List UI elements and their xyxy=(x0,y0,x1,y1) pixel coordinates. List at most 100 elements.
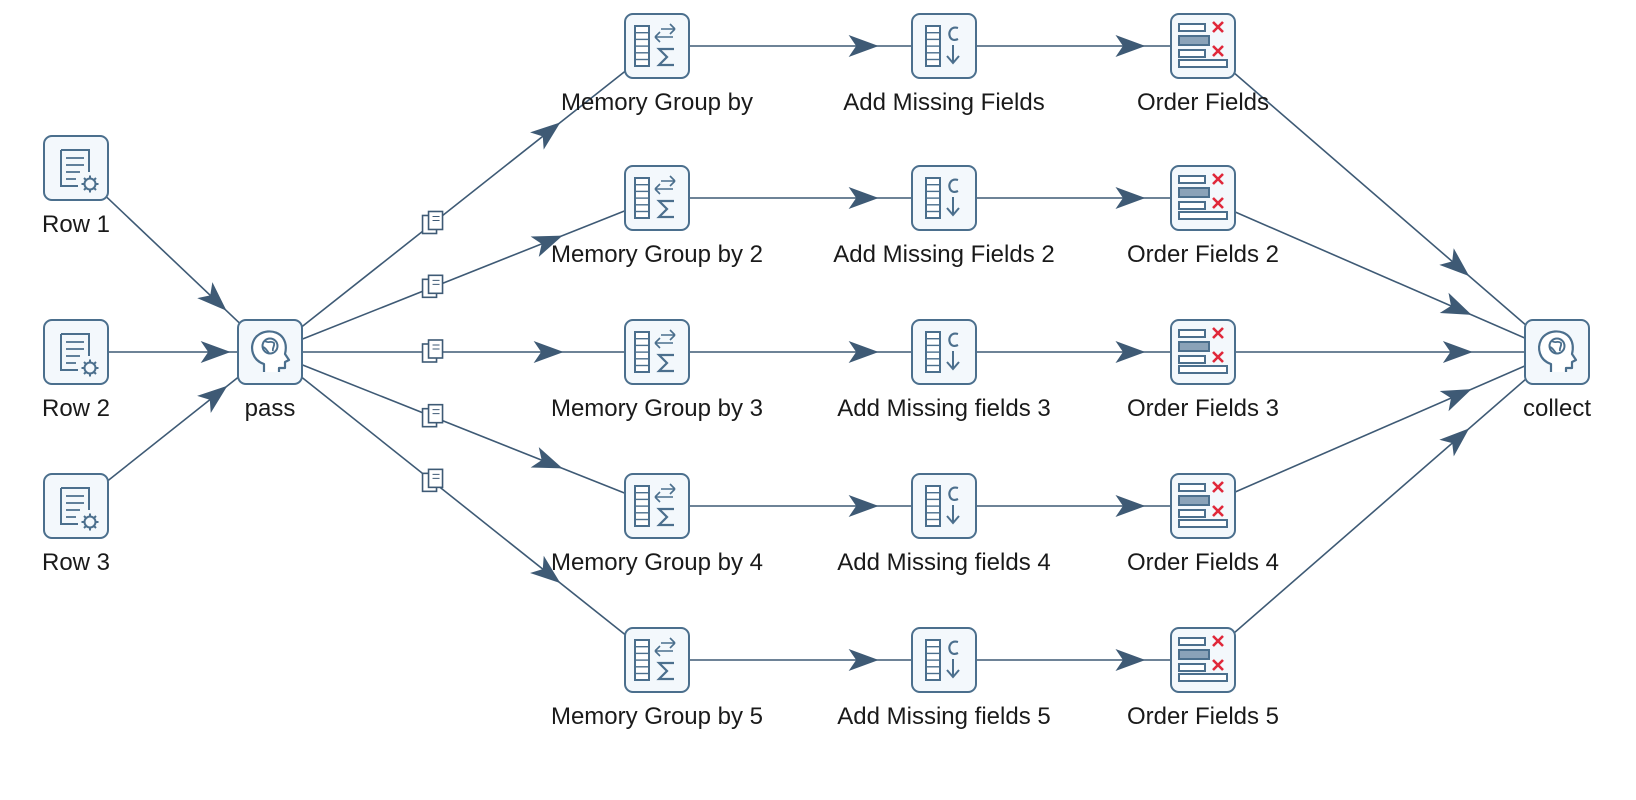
step-row1[interactable]: Row 1 xyxy=(42,135,110,238)
hop-line xyxy=(1226,65,1534,333)
hop-arrow xyxy=(1439,292,1472,315)
hop-arrow xyxy=(848,187,879,209)
step-mg1[interactable]: Memory Group by xyxy=(561,13,753,116)
hop-pass-mg5[interactable] xyxy=(294,370,633,642)
copy-rows-icon xyxy=(421,210,444,235)
select-values-icon xyxy=(1178,635,1228,682)
hop-amf3-of3[interactable] xyxy=(975,341,1172,363)
step-mg4[interactable]: Memory Group by 4 xyxy=(551,473,763,576)
hop-amf2-of2[interactable] xyxy=(975,187,1172,209)
step-amf2[interactable]: Add Missing Fields 2 xyxy=(833,165,1055,268)
hop-line xyxy=(1231,209,1529,341)
step-amf5[interactable]: Add Missing fields 5 xyxy=(837,627,1051,730)
hop-arrow xyxy=(530,122,561,150)
add-constant-icon xyxy=(925,331,960,373)
step-icon-frame xyxy=(43,319,109,385)
step-label: Add Missing Fields xyxy=(843,89,1044,116)
step-label: Order Fields 2 xyxy=(1127,241,1279,268)
generate-rows-icon xyxy=(60,333,99,377)
hop-mg2-amf2[interactable] xyxy=(688,187,913,209)
step-label: Add Missing fields 3 xyxy=(837,395,1050,422)
step-label: pass xyxy=(245,395,296,422)
hop-arrow xyxy=(1115,35,1146,57)
step-label: Memory Group by 2 xyxy=(551,241,763,268)
step-label: Row 3 xyxy=(42,549,110,576)
hop-arrow xyxy=(1439,428,1470,457)
select-values-icon xyxy=(1178,481,1228,528)
step-mg5[interactable]: Memory Group by 5 xyxy=(551,627,763,730)
step-of1[interactable]: Order Fields xyxy=(1137,13,1269,116)
hop-arrow xyxy=(530,235,563,257)
hop-mg5-amf5[interactable] xyxy=(688,649,913,671)
hop-of1-collect[interactable] xyxy=(1226,65,1534,333)
hop-pass-mg4[interactable] xyxy=(298,362,629,496)
steps-layer: Row 1 Row 2 Row 3 pass Memory Group by Memory… xyxy=(42,13,1591,730)
step-of5[interactable]: Order Fields 5 xyxy=(1127,627,1279,730)
step-pass[interactable]: pass xyxy=(237,319,303,422)
step-row3[interactable]: Row 3 xyxy=(42,473,110,576)
step-amf1[interactable]: Add Missing Fields xyxy=(843,13,1045,116)
step-row2[interactable]: Row 2 xyxy=(42,319,110,422)
hop-pass-mg2[interactable] xyxy=(298,208,629,342)
step-icon-frame xyxy=(43,473,109,539)
step-of4[interactable]: Order Fields 4 xyxy=(1127,473,1279,576)
group-by-icon xyxy=(634,637,676,681)
step-label: Row 2 xyxy=(42,395,110,422)
hop-mg3-amf3[interactable] xyxy=(688,341,913,363)
add-constant-icon xyxy=(925,25,960,67)
step-mg3[interactable]: Memory Group by 3 xyxy=(551,319,763,422)
hop-amf4-of4[interactable] xyxy=(975,495,1172,517)
hop-arrow xyxy=(530,555,561,584)
mapping-icon xyxy=(1538,330,1578,372)
step-mg2[interactable]: Memory Group by 2 xyxy=(551,165,763,268)
mapping-icon xyxy=(251,330,291,372)
hop-arrow xyxy=(1442,341,1473,363)
hop-of3-collect[interactable] xyxy=(1234,341,1526,363)
step-label: Add Missing fields 4 xyxy=(837,549,1050,576)
step-label: Memory Group by 4 xyxy=(551,549,763,576)
hop-pass-mg1[interactable] xyxy=(294,64,633,334)
step-label: Add Missing Fields 2 xyxy=(833,241,1054,268)
hop-arrow xyxy=(1115,187,1146,209)
step-of3[interactable]: Order Fields 3 xyxy=(1127,319,1279,422)
hop-line xyxy=(1226,371,1534,641)
hop-mg4-amf4[interactable] xyxy=(688,495,913,517)
step-collect[interactable]: collect xyxy=(1523,319,1591,422)
step-amf3[interactable]: Add Missing fields 3 xyxy=(837,319,1051,422)
copy-rows-icon xyxy=(421,274,444,299)
hop-pass-mg3[interactable] xyxy=(301,339,626,363)
step-icon-frame xyxy=(43,135,109,201)
step-label: Memory Group by 3 xyxy=(551,395,763,422)
step-icon-frame xyxy=(911,627,977,693)
hop-of2-collect[interactable] xyxy=(1231,209,1529,341)
hop-arrow xyxy=(848,341,879,363)
hop-row3-pass[interactable] xyxy=(100,370,246,488)
add-constant-icon xyxy=(925,177,960,219)
hop-arrow xyxy=(200,341,231,363)
select-values-icon xyxy=(1178,21,1228,68)
hop-row1-pass[interactable] xyxy=(98,189,248,331)
hop-amf1-of1[interactable] xyxy=(975,35,1172,57)
hop-amf5-of5[interactable] xyxy=(975,649,1172,671)
hop-of4-collect[interactable] xyxy=(1231,363,1529,495)
hop-row2-pass[interactable] xyxy=(107,341,239,363)
hop-arrow xyxy=(1115,495,1146,517)
add-constant-icon xyxy=(925,639,960,681)
select-values-icon xyxy=(1178,173,1228,220)
hop-arrow xyxy=(848,495,879,517)
hop-mg1-amf1[interactable] xyxy=(688,35,913,57)
step-of2[interactable]: Order Fields 2 xyxy=(1127,165,1279,268)
copy-rows-icon xyxy=(421,403,444,428)
hop-arrow xyxy=(848,649,879,671)
step-label: Order Fields xyxy=(1137,89,1269,116)
hop-arrow xyxy=(1439,248,1470,277)
hop-line xyxy=(1231,363,1529,495)
group-by-icon xyxy=(634,329,676,373)
hop-of5-collect[interactable] xyxy=(1226,371,1534,641)
generate-rows-icon xyxy=(60,149,99,193)
hops-layer xyxy=(98,35,1534,671)
step-amf4[interactable]: Add Missing fields 4 xyxy=(837,473,1051,576)
copy-rows-icon xyxy=(421,339,444,363)
step-label: Memory Group by xyxy=(561,89,753,116)
